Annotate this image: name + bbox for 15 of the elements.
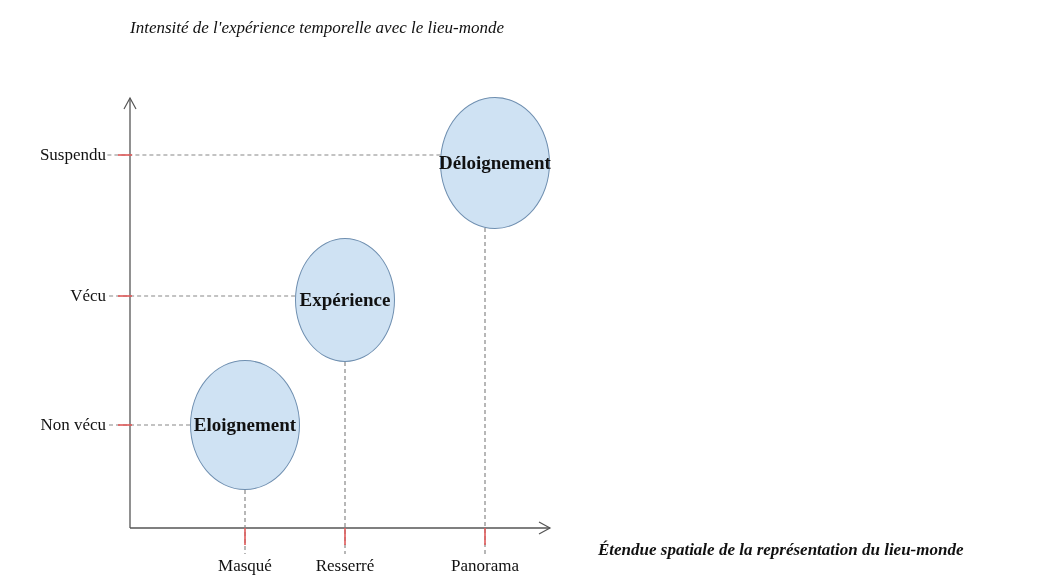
axis-tick-label: Masqué [205, 554, 285, 578]
axis-tick-label: Suspendu [10, 143, 106, 167]
axis-tick-label: Non vécu [10, 413, 106, 437]
dashed-guide-line [105, 154, 441, 156]
dashed-guide-line [244, 489, 246, 555]
axis-tick-label: Resserré [305, 554, 385, 578]
axis-tick-label: Vécu [46, 284, 106, 308]
concept-ellipse: Eloignement [190, 360, 300, 490]
concept-ellipse: Déloignement [440, 97, 550, 229]
axis-tick-label: Panorama [442, 554, 528, 578]
axis-title: Étendue spatiale de la représentation du lieu-monde [598, 540, 965, 560]
dashed-guide-line [344, 361, 346, 555]
dashed-guide-line [484, 227, 486, 555]
axis-title: Intensité de l'expérience temporelle avec le lieu-monde [130, 18, 505, 38]
concept-ellipse: Expérience [295, 238, 395, 362]
